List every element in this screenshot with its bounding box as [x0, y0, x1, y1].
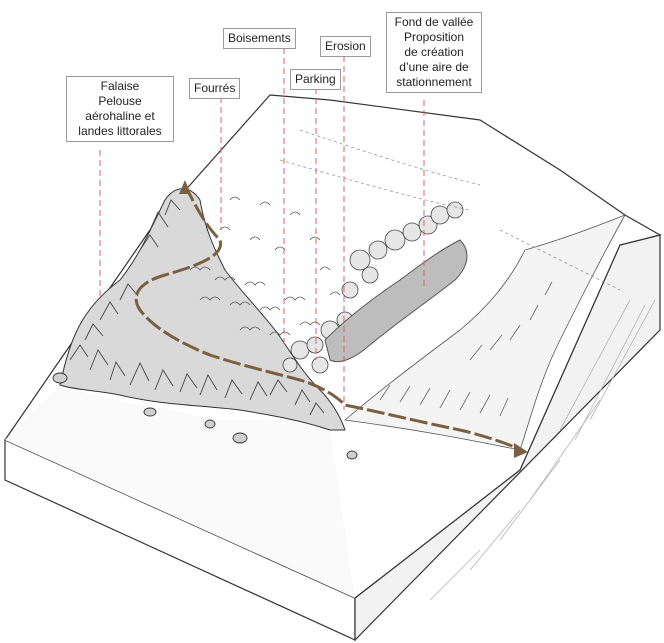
label-falaise: Falaise Pelouse aérohaline et landes lit…: [66, 76, 174, 142]
label-falaise-line-1: Falaise: [100, 79, 140, 93]
sea-surface: [5, 385, 355, 598]
label-falaise-line-2: Pelouse: [98, 94, 142, 108]
plateau-scrub: [189, 196, 341, 336]
slope-hatching: [379, 281, 553, 417]
label-boisements: Boisements: [223, 28, 296, 49]
label-fond-line-1: Fond de vallée: [394, 15, 474, 29]
cliff-rock-texture: [69, 199, 325, 416]
label-falaise-line-4: landes littorales: [78, 124, 162, 138]
contour-lines: [279, 129, 621, 291]
label-parking-line-1: Parking: [295, 72, 336, 86]
label-erosion: Erosion: [320, 36, 371, 57]
label-erosion-line-1: Erosion: [325, 39, 366, 53]
label-fond-line-5: stationnement: [396, 75, 472, 89]
valley-right-slope: [344, 214, 626, 451]
valley-floor: [324, 239, 468, 363]
sea-rocks: [52, 372, 358, 460]
coastal-footpath: [134, 184, 523, 452]
woodland-clusters: [282, 201, 464, 374]
label-fond-de-vallee: Fond de vallée Proposition de création d…: [386, 12, 482, 93]
label-fond-line-4: d’une aire de: [399, 60, 469, 74]
label-fourres: Fourrés: [189, 78, 241, 99]
path-arrow-north: [179, 180, 191, 194]
path-arrow-east: [514, 443, 528, 458]
label-fond-line-3: de création: [404, 45, 464, 59]
leader-lines: [99, 48, 425, 410]
label-falaise-line-3: aérohaline et: [85, 109, 155, 123]
label-fourres-line-1: Fourrés: [194, 81, 236, 95]
label-parking: Parking: [290, 69, 341, 90]
right-face-hatching: [429, 299, 656, 601]
label-boisements-line-1: Boisements: [228, 31, 291, 45]
label-fond-line-2: Proposition: [403, 30, 465, 44]
